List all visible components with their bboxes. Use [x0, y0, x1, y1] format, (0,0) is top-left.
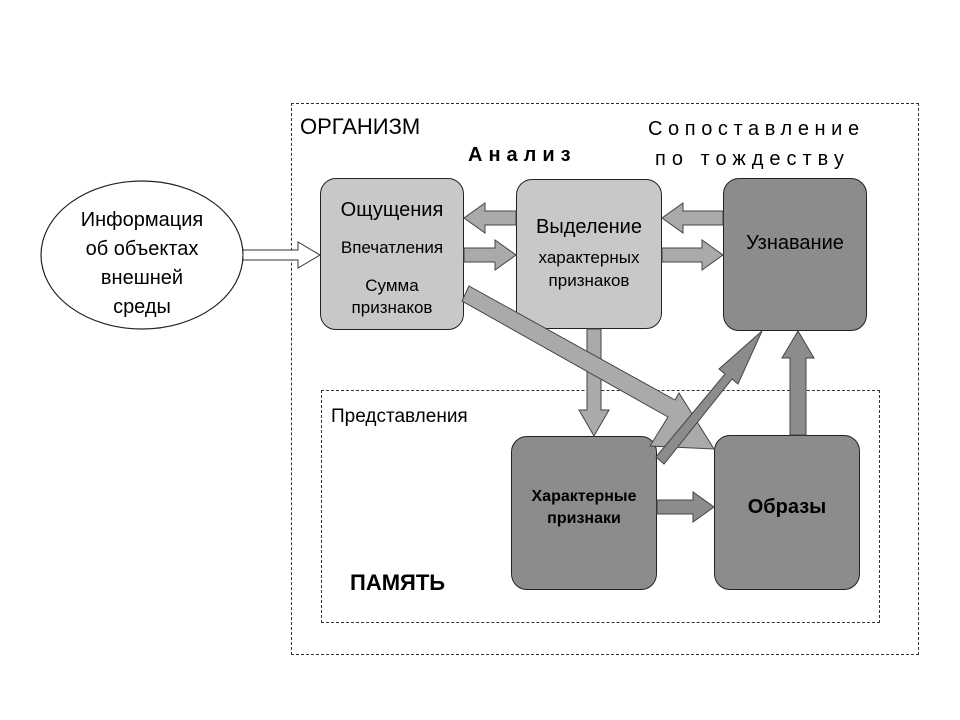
extraction-line2: характерных	[538, 248, 640, 267]
arrow-images-to-recognition	[781, 330, 815, 436]
extraction-box	[516, 179, 662, 329]
features-line1: Характерные	[531, 488, 637, 505]
features-box	[511, 436, 657, 590]
arrow-recognition-to-extraction	[661, 202, 724, 234]
analysis-label: Анализ	[468, 144, 577, 166]
memory-label: ПАМЯТЬ	[350, 570, 446, 595]
arrow-extraction-to-features	[578, 328, 610, 438]
sensations-line3: Сумма	[365, 276, 419, 295]
representations-label: Представления	[331, 406, 468, 427]
recognition-label: Узнавание	[746, 232, 844, 254]
organism-title: ОРГАНИЗМ	[300, 114, 421, 139]
arrow-features-to-recognition	[655, 330, 763, 465]
extraction-line3: признаков	[548, 271, 630, 290]
arrow-extraction-to-recognition	[661, 239, 724, 271]
sensations-box	[320, 178, 464, 330]
external-info-line2: об объектах	[85, 238, 199, 260]
images-label: Образы	[747, 496, 827, 518]
comparison-label-line1: Сопоставление	[648, 118, 865, 140]
arrow-features-to-images	[656, 491, 715, 523]
external-info-line1: Информация	[80, 209, 204, 231]
images-box	[714, 435, 860, 590]
comparison-label-line2: по тождеству	[655, 148, 850, 170]
features-line2: признаки	[547, 510, 621, 527]
external-info-line3: внешней	[100, 267, 184, 289]
arrow-extraction-to-sensations	[463, 202, 517, 234]
recognition-box	[723, 178, 867, 331]
organism-frame	[291, 103, 919, 655]
extraction-line1: Выделение	[536, 216, 642, 238]
arrow-info-to-sensations	[242, 241, 321, 269]
arrow-sensations-to-images	[461, 285, 715, 450]
sensations-title: Ощущения	[340, 199, 444, 221]
arrow-sensations-to-extraction	[463, 239, 517, 271]
sensations-line4: признаков	[351, 298, 433, 317]
external-info-line4: среды	[113, 296, 171, 318]
sensations-line2: Впечатления	[340, 238, 444, 257]
